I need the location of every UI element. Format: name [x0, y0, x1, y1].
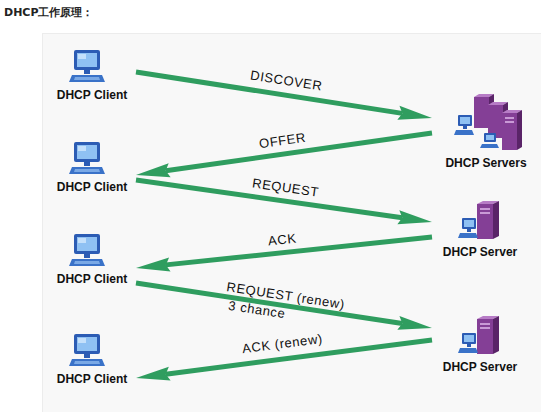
server-node: DHCP Server [432, 302, 528, 374]
server-node: DHCP Servers [432, 86, 540, 170]
arrow-head [136, 367, 171, 381]
arrow-head [397, 210, 432, 224]
computer-icon [67, 49, 107, 87]
client-node: DHCP Client [48, 225, 136, 286]
icon-holder [67, 49, 107, 87]
icon-holder [457, 200, 503, 244]
icon-holder [457, 315, 503, 359]
edge-label: ACK [267, 231, 297, 248]
icon-holder [67, 141, 107, 179]
arrow-head [136, 257, 171, 271]
node-label: DHCP Client [57, 272, 127, 286]
icon-holder [67, 333, 107, 371]
client-node: DHCP Client [48, 133, 136, 194]
client-node: DHCP Client [48, 322, 136, 386]
computer-icon [67, 141, 107, 179]
arrow-head [136, 163, 171, 177]
client-node: DHCP Client [48, 40, 136, 102]
node-label: DHCP Server [443, 245, 517, 259]
node-label: DHCP Servers [445, 156, 526, 170]
computer-icon [67, 233, 107, 271]
server-icon [457, 200, 503, 244]
node-label: DHCP Client [57, 88, 127, 102]
server-icon [457, 315, 503, 359]
arrow-shaft [166, 237, 432, 265]
icon-holder [444, 93, 528, 155]
node-label: DHCP Server [443, 360, 517, 374]
node-label: DHCP Client [57, 180, 127, 194]
arrow-head [397, 106, 432, 120]
server-node: DHCP Server [432, 193, 528, 259]
server-group-icon [444, 93, 528, 155]
icon-holder [67, 233, 107, 271]
diagram-title: DHCP工作原理： [4, 5, 93, 20]
computer-icon [67, 333, 107, 371]
node-label: DHCP Client [57, 372, 127, 386]
arrow-head [397, 316, 432, 330]
